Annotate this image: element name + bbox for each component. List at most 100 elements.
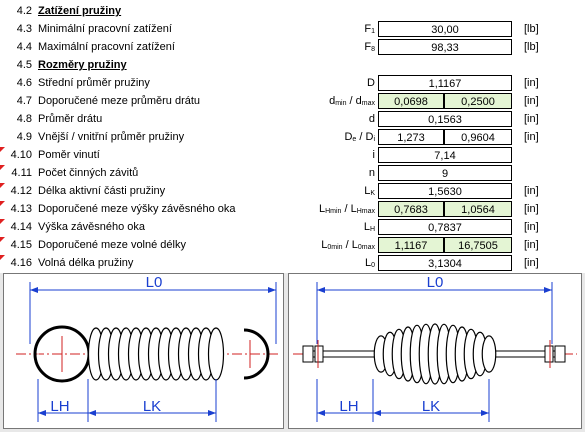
row-symbol: De / Di <box>344 131 375 143</box>
comment-marker-icon[interactable] <box>0 219 5 224</box>
threaded-spring-diagram: L0 LH LK <box>288 273 582 429</box>
comment-marker-icon[interactable] <box>0 201 5 206</box>
unit-label: [in] <box>524 257 539 269</box>
value-min-cell[interactable]: 0,7683 <box>378 201 444 217</box>
value-cell[interactable]: 0,7837 <box>378 219 512 235</box>
row-4-15: 4.15 Doporučené meze volné délky L0min / L… <box>0 237 585 254</box>
unit-label: [in] <box>524 185 539 197</box>
row-number: 4.16 <box>10 257 32 269</box>
unit-label: [in] <box>524 113 539 125</box>
row-number: 4.8 <box>16 113 32 125</box>
value-cell[interactable]: 1,5630 <box>378 183 512 199</box>
row-label: Rozměry pružiny <box>38 59 127 71</box>
row-label: Výška závěsného oka <box>38 221 146 233</box>
unit-label: [lb] <box>524 23 539 35</box>
row-symbol: LHmin / LHmax <box>318 203 375 215</box>
row-4-2: 4.2 Zatížení pružiny <box>0 3 585 20</box>
row-label: Doporučené meze průměru drátu <box>38 95 201 107</box>
dim-l0-label: L0 <box>146 274 163 291</box>
dim-lh-label-2: LH <box>339 398 358 415</box>
row-number: 4.3 <box>16 23 32 35</box>
hook-spring-diagram: L0 LH LK <box>3 273 284 429</box>
row-label: Doporučené meze výšky závěsného oka <box>38 203 236 215</box>
dim-lk-label: LK <box>143 398 161 415</box>
row-4-9: 4.9 Vnější / vnitřní průměr pružiny De / D… <box>0 129 585 146</box>
spring-coil <box>207 327 225 381</box>
value-cell[interactable]: 30,00 <box>378 21 512 37</box>
row-label: Poměr vinutí <box>38 149 100 161</box>
row-symbol: F1 <box>364 23 375 35</box>
row-number: 4.15 <box>10 239 32 251</box>
value-min-cell[interactable]: 1,1167 <box>378 237 444 253</box>
row-symbol: F8 <box>364 41 375 53</box>
unit-label: [in] <box>524 239 539 251</box>
row-label: Průměr drátu <box>38 113 103 125</box>
dim-l0-label-2: L0 <box>427 274 444 291</box>
spring-parameters-sheet: 4.2 Zatížení pružiny 4.3 Minimální pracovní… <box>0 0 585 273</box>
row-symbol: D <box>367 77 375 89</box>
row-label: Volná délka pružiny <box>38 257 134 269</box>
row-symbol: i <box>372 149 375 161</box>
comment-marker-icon[interactable] <box>0 183 5 188</box>
comment-marker-icon[interactable] <box>0 237 5 242</box>
comment-marker-icon[interactable] <box>0 147 5 152</box>
row-symbol: L0min / L0max <box>321 239 375 251</box>
row-4-7: 4.7 Doporučené meze průměru drátu dmin / d… <box>0 93 585 110</box>
row-number: 4.4 <box>16 41 32 53</box>
row-label: Počet činných závitů <box>38 167 139 179</box>
row-symbol: dmin / dmax <box>329 95 375 107</box>
row-label: Zatížení pružiny <box>38 5 122 17</box>
row-number: 4.9 <box>16 131 32 143</box>
row-label: Střední průměr pružiny <box>38 77 150 89</box>
row-number: 4.2 <box>16 5 32 17</box>
row-number: 4.5 <box>16 59 32 71</box>
unit-label: [in] <box>524 131 539 143</box>
row-number: 4.7 <box>16 95 32 107</box>
row-label: Vnější / vnitřní průměr pružiny <box>38 131 185 143</box>
value-max-cell[interactable]: 16,7505 <box>444 237 512 253</box>
value-cell[interactable]: 7,14 <box>378 147 512 163</box>
row-label: Maximální pracovní zatížení <box>38 41 175 53</box>
value-min-cell[interactable]: 0,0698 <box>378 93 444 109</box>
comment-marker-icon[interactable] <box>0 255 5 260</box>
row-symbol: LK <box>364 185 375 197</box>
value-cell[interactable]: 1,1167 <box>378 75 512 91</box>
comment-marker-icon[interactable] <box>0 165 5 170</box>
dim-lh-label: LH <box>50 398 69 415</box>
value-max-cell[interactable]: 0,9604 <box>444 129 512 145</box>
row-number: 4.12 <box>10 185 32 197</box>
row-number: 4.10 <box>10 149 32 161</box>
unit-label: [lb] <box>524 41 539 53</box>
unit-label: [in] <box>524 203 539 215</box>
row-number: 4.11 <box>11 167 32 179</box>
row-label: Délka aktivní části pružiny <box>38 185 166 197</box>
row-number: 4.14 <box>10 221 32 233</box>
spring-coil <box>481 335 497 373</box>
row-symbol: LH <box>363 221 375 233</box>
value-cell[interactable]: 9 <box>378 165 512 181</box>
value-cell[interactable]: 98,33 <box>378 39 512 55</box>
row-4-13: 4.13 Doporučené meze výšky závěsného oka L… <box>0 201 585 218</box>
row-label: Minimální pracovní zatížení <box>38 23 172 35</box>
row-symbol: d <box>368 113 375 125</box>
value-cell[interactable]: 3,1304 <box>378 255 512 271</box>
unit-label: [in] <box>524 221 539 233</box>
row-symbol: n <box>368 167 375 179</box>
value-max-cell[interactable]: 1,0564 <box>444 201 512 217</box>
value-cell[interactable]: 0,1563 <box>378 111 512 127</box>
value-min-cell[interactable]: 1,273 <box>378 129 444 145</box>
value-max-cell[interactable]: 0,2500 <box>444 93 512 109</box>
row-label: Doporučené meze volné délky <box>38 239 186 251</box>
diagram-panel: L0 LH LK <box>0 273 585 432</box>
row-4-5: 4.5 Rozměry pružiny <box>0 57 585 74</box>
unit-label: [in] <box>524 77 539 89</box>
row-number: 4.13 <box>10 203 32 215</box>
